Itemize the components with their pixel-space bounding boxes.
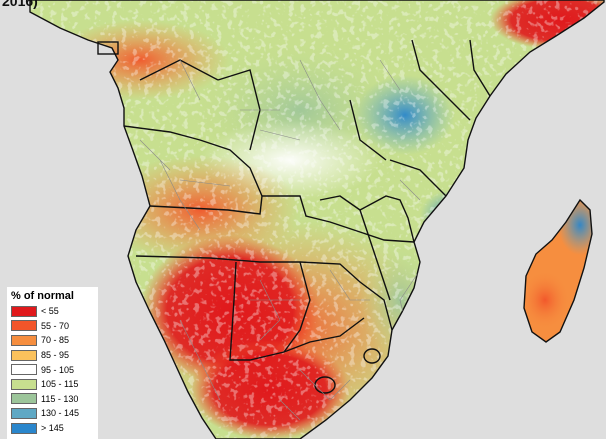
legend-label: 85 - 95 <box>41 350 70 361</box>
legend-label: 115 - 130 <box>41 393 79 404</box>
legend-swatch <box>11 305 37 317</box>
legend: % of normal < 55 55 - 70 70 - 85 85 - 95… <box>7 287 98 439</box>
legend-label: < 55 <box>41 306 59 317</box>
legend-item: 105 - 115 <box>11 377 98 392</box>
legend-item: 95 - 105 <box>11 362 98 377</box>
legend-label: 130 - 145 <box>41 408 80 419</box>
legend-item: > 145 <box>11 421 98 436</box>
legend-swatch <box>11 349 37 361</box>
legend-item: 85 - 95 <box>11 348 98 363</box>
legend-swatch <box>11 364 37 376</box>
legend-label: 95 - 105 <box>41 364 75 375</box>
country-borders <box>29 0 605 439</box>
legend-label: 70 - 85 <box>41 335 70 346</box>
legend-swatch <box>11 320 37 332</box>
legend-item: 115 - 130 <box>11 392 98 407</box>
legend-item: < 55 <box>11 304 98 319</box>
legend-item: 55 - 70 <box>11 319 98 334</box>
legend-label: > 145 <box>41 423 64 434</box>
map-title-fragment: 2016) <box>2 0 38 9</box>
admin-borders <box>139 59 421 421</box>
legend-label: 55 - 70 <box>41 320 70 331</box>
legend-item: 130 - 145 <box>11 406 98 421</box>
legend-swatch <box>11 407 37 419</box>
legend-label: 105 - 115 <box>41 379 79 390</box>
legend-swatch <box>11 334 37 346</box>
legend-title: % of normal <box>11 290 74 302</box>
legend-swatch <box>11 422 37 434</box>
legend-swatch <box>11 393 37 405</box>
legend-swatch <box>11 378 37 390</box>
legend-item: 70 - 85 <box>11 333 98 348</box>
